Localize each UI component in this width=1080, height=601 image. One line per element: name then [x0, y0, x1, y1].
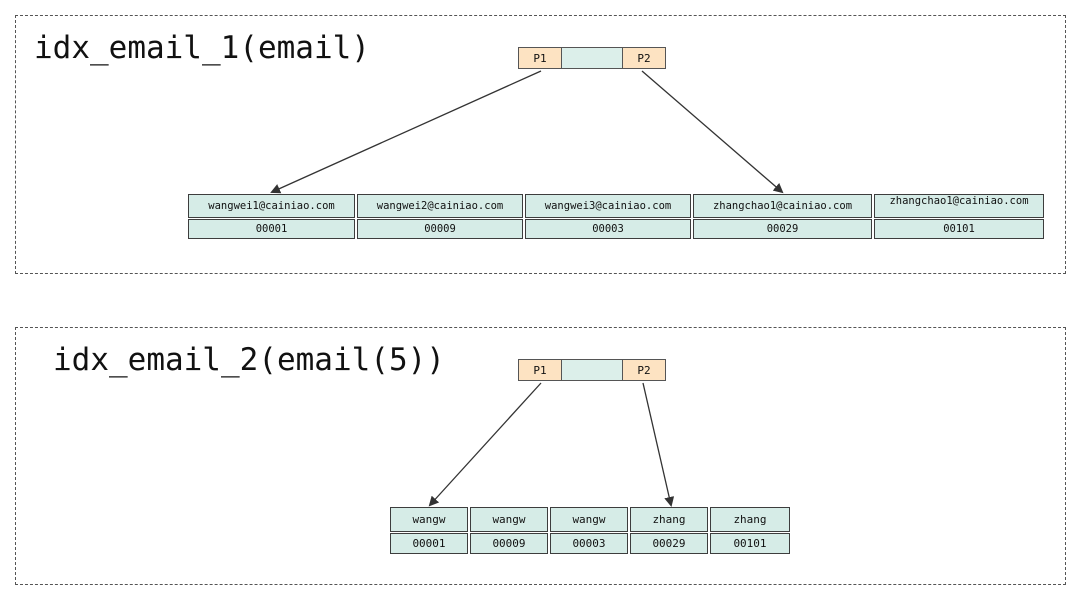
leaf-key: zhang [710, 507, 790, 532]
leaf-key: wangwei1@cainiao.com [188, 194, 355, 218]
leaf-key: wangwei3@cainiao.com [525, 194, 691, 218]
btree-node: P1 P2 [518, 47, 666, 69]
node-key-slot [561, 360, 623, 380]
leaf-id: 00009 [357, 219, 523, 239]
leaf-id: 00003 [550, 533, 628, 554]
btree-node: P1 P2 [518, 359, 666, 381]
pointer-p1: P1 [519, 360, 561, 380]
leaf-entry: wangw 00003 [550, 507, 628, 554]
leaf-entry: zhangchao1@cainiao.com 00101 [874, 194, 1044, 239]
index-title: idx_email_1(email) [34, 30, 370, 66]
index-panel-email-2 [15, 327, 1066, 585]
leaf-entry: zhangchao1@cainiao.com 00029 [693, 194, 872, 239]
leaf-key: zhang [630, 507, 708, 532]
leaf-key: wangwei2@cainiao.com [357, 194, 523, 218]
leaf-entry: wangwei3@cainiao.com 00003 [525, 194, 691, 239]
leaf-id: 00009 [470, 533, 548, 554]
leaf-id: 00001 [390, 533, 468, 554]
leaf-entry: wangw 00001 [390, 507, 468, 554]
leaf-key: zhangchao1@cainiao.com [874, 194, 1044, 218]
pointer-p2: P2 [623, 48, 665, 68]
leaf-key: wangw [390, 507, 468, 532]
leaf-entry: zhang 00029 [630, 507, 708, 554]
leaf-key: wangw [550, 507, 628, 532]
leaf-id: 00003 [525, 219, 691, 239]
leaf-entry: wangw 00009 [470, 507, 548, 554]
leaf-id: 00001 [188, 219, 355, 239]
node-key-slot [561, 48, 623, 68]
leaf-id: 00101 [874, 219, 1044, 239]
leaf-entry: wangwei2@cainiao.com 00009 [357, 194, 523, 239]
leaf-id: 00029 [693, 219, 872, 239]
leaf-key: zhangchao1@cainiao.com [693, 194, 872, 218]
leaf-id: 00101 [710, 533, 790, 554]
leaf-id: 00029 [630, 533, 708, 554]
index-panel-email-1 [15, 15, 1066, 274]
leaf-entry: wangwei1@cainiao.com 00001 [188, 194, 355, 239]
leaf-key: wangw [470, 507, 548, 532]
pointer-p1: P1 [519, 48, 561, 68]
leaf-entry: zhang 00101 [710, 507, 790, 554]
pointer-p2: P2 [623, 360, 665, 380]
index-title: idx_email_2(email(5)) [53, 342, 445, 378]
